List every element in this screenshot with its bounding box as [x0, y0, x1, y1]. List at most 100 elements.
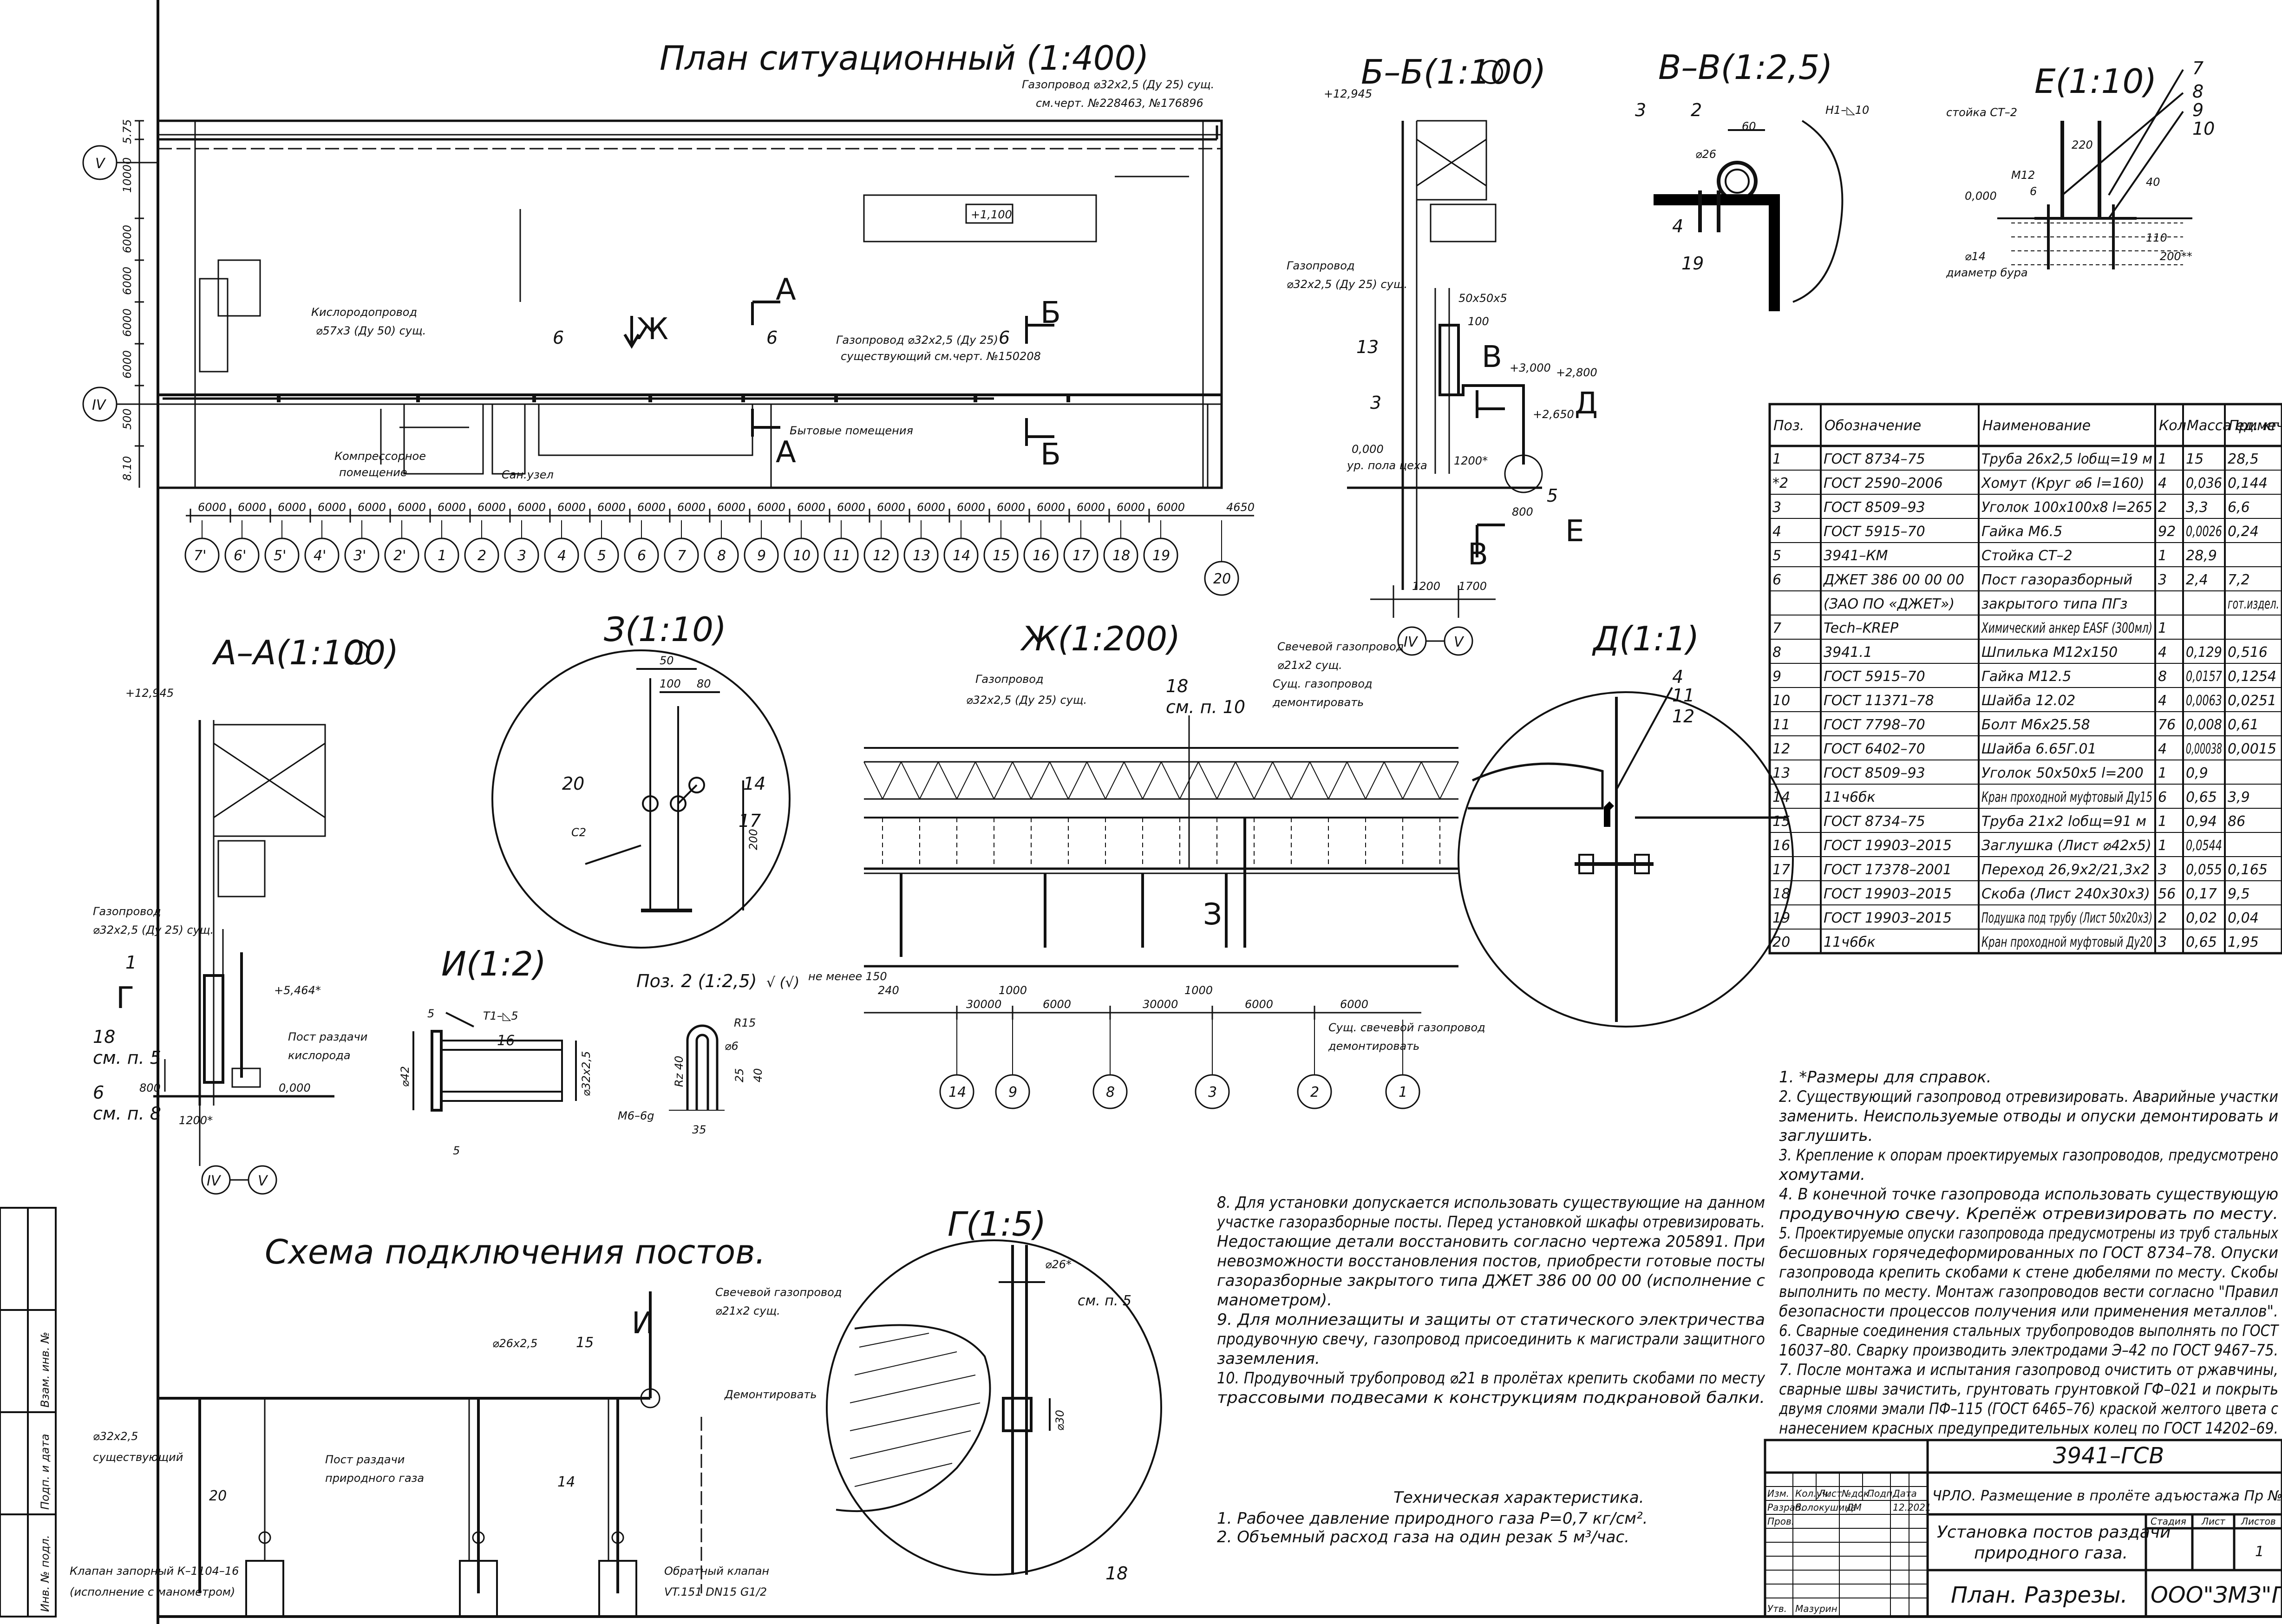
zh-truss-member: [1328, 761, 1347, 799]
note-line: сварные швы зачистить, грунтовать грунто…: [1779, 1380, 2278, 1399]
d-label-11: 11: [1672, 685, 1694, 706]
e-dim-40: 40: [2146, 176, 2160, 189]
plan-axis-bubble: [744, 537, 779, 573]
spec-cell: Переход 26,9х2/21,3х2: [1981, 862, 2150, 878]
plan-axis-label: 7': [194, 548, 206, 564]
spec-cell: Стойка СТ–2: [1981, 548, 2073, 564]
zh-truss-member: [1384, 761, 1403, 799]
bb-label-e: Е: [1565, 514, 1584, 549]
aa-gas-2: ⌀32х2,5 (Ду 25) сущ.: [93, 923, 214, 936]
scheme-d26: ⌀26х2,5: [492, 1337, 537, 1350]
notes-middle: 8. Для установки допускается использоват…: [1216, 1193, 1765, 1407]
plan-axis-label: 20: [1213, 571, 1231, 587]
plan-oxygen-2: ⌀57х3 (Ду 50) сущ.: [316, 324, 426, 337]
spec-cell: 3941.1: [1824, 644, 1872, 661]
note-line: 4. В конечной точке газопровода использо…: [1779, 1185, 2278, 1204]
plan-dim-label: 6000: [917, 501, 945, 514]
plan-axis-label: 6': [234, 548, 246, 564]
spec-cell: 1: [2158, 548, 2167, 564]
tech-title: Техническая характеристика.: [1393, 1488, 1644, 1507]
spec-cell: 8: [2158, 668, 2167, 685]
stamp-norm-name: Мазурин: [1795, 1603, 1837, 1614]
spec-cell: 1: [2158, 765, 2167, 781]
bb-gas: Газопровод: [1287, 259, 1355, 272]
zh-truss-member: [1291, 761, 1310, 799]
stamp-dev-name: Волокушина: [1795, 1502, 1857, 1513]
z-dim-100: 100: [660, 677, 681, 690]
stamp-sheet-no: 1: [2255, 1544, 2264, 1560]
stamp-title: Установка постов раздачи: [1937, 1523, 2171, 1542]
zh-axis-label: 2: [1310, 1084, 1319, 1100]
spec-cell: 4: [2158, 741, 2167, 757]
zh-candle-exist: Сущ. свечевой газопровод: [1328, 1021, 1485, 1034]
pipe-marks: [277, 395, 1070, 402]
spec-cell: 20: [1772, 934, 1790, 950]
plan-axis-label: 13: [913, 548, 930, 564]
bb-dim-1200s: 1200*: [1454, 454, 1488, 467]
zh-dim-240: 240: [878, 984, 899, 997]
section-aa: А–А(1:100) +12,945 Газопровод ⌀32х2,5 (Д…: [93, 633, 399, 1195]
note-line: 8. Для установки допускается использоват…: [1217, 1193, 1765, 1212]
zh-truss-member: [882, 761, 902, 799]
e-d14: ⌀14: [1965, 250, 1986, 263]
stamp-sheet: Лист: [2201, 1516, 2226, 1527]
zh-dim-label: 30000: [1143, 998, 1178, 1011]
plan-compressor-2: помещение: [339, 466, 407, 479]
zh-axis-bubble: [1297, 1074, 1332, 1109]
plan-dim-label: 6000: [837, 501, 865, 514]
detail-d: Д(1:1) 4 11 12: [1458, 619, 1794, 1028]
plan-axis-bubble: [824, 537, 859, 573]
plan-axis-bubble: [704, 537, 739, 573]
note-line: безопасности процессов получения или при…: [1779, 1302, 2278, 1321]
spec-cell: 4: [2158, 693, 2167, 709]
plan-axis-bubble: [624, 537, 659, 573]
plan-axis-bubble: [184, 537, 220, 573]
zh-gas: Газопровод: [975, 673, 1044, 686]
zh-truss-member: [901, 761, 920, 799]
plan-cut-b-bot: Б: [1040, 438, 1061, 472]
plan-dim-label: 6000: [318, 501, 346, 514]
detail-g-title: Г(1:5): [948, 1205, 1046, 1244]
plan-axis-label: 18: [1112, 548, 1130, 564]
e-label-9: 9: [2192, 100, 2204, 120]
note-line: 16037–80. Сварку производить электродами…: [1779, 1341, 2278, 1360]
spec-cell: 0,0251: [2228, 693, 2276, 709]
plan-axis-label: 17: [1072, 548, 1090, 564]
zh-candle-2: ⌀21х2 сущ.: [1277, 659, 1342, 672]
plan-vdim-label: 6000: [121, 308, 134, 337]
e-elev: 0,000: [1965, 190, 1997, 203]
spec-cell: 1: [2158, 813, 2167, 830]
zh-label-18: 18: [1166, 676, 1188, 696]
plan-dim-label: 4650: [1226, 501, 1255, 514]
zh-label-z: З: [1203, 897, 1222, 932]
note-line: газоразборные закрытого типа ДЖЕТ 386 00…: [1217, 1271, 1765, 1290]
plan-axis-bubble: [224, 537, 260, 573]
e-post: стойка СТ–2: [1946, 106, 2017, 119]
spec-cell: 15: [2186, 451, 2204, 467]
spec-cell: 0,02: [2186, 910, 2217, 926]
note-line: заменить. Неиспользуемые отводы и опуски…: [1779, 1107, 2278, 1126]
spec-cell: Пост газоразборный: [1981, 572, 2132, 588]
zh-truss-member: [919, 761, 939, 799]
aa-label-1: 1: [125, 952, 137, 973]
zh-axis-label: 14: [948, 1084, 966, 1100]
spec-cell: 0,0063: [2186, 693, 2222, 709]
pos2-dim-25: 25: [733, 1068, 746, 1082]
spec-cell: гот.издел.: [2228, 596, 2279, 612]
bb-dim-800: 800: [1512, 505, 1533, 518]
bb-floor: ур. пола цеха: [1347, 459, 1427, 472]
zh-dim-label: 6000: [1340, 998, 1368, 1011]
view-e-title: Е(1:10): [2034, 62, 2157, 101]
note-line: манометром).: [1217, 1291, 1332, 1310]
section-bb: Б–Б(1:100) +12,945 Газопровод ⌀32: [1287, 52, 1598, 656]
spec-cell: 18: [1772, 886, 1790, 902]
e-label-8: 8: [2192, 81, 2204, 102]
plan-axis-label: 5: [597, 548, 606, 564]
zh-truss-member: [1421, 761, 1440, 799]
spec-cell: Уголок 50х50х5 l=200: [1981, 765, 2144, 781]
stamp-title-2: природного газа.: [1974, 1544, 2128, 1563]
spec-cell: 3: [2158, 862, 2167, 878]
spec-header: Масса ед. кг: [2187, 418, 2279, 434]
aa-label-6: 6: [93, 1082, 104, 1103]
bb-dim-1700: 1700: [1458, 580, 1487, 593]
